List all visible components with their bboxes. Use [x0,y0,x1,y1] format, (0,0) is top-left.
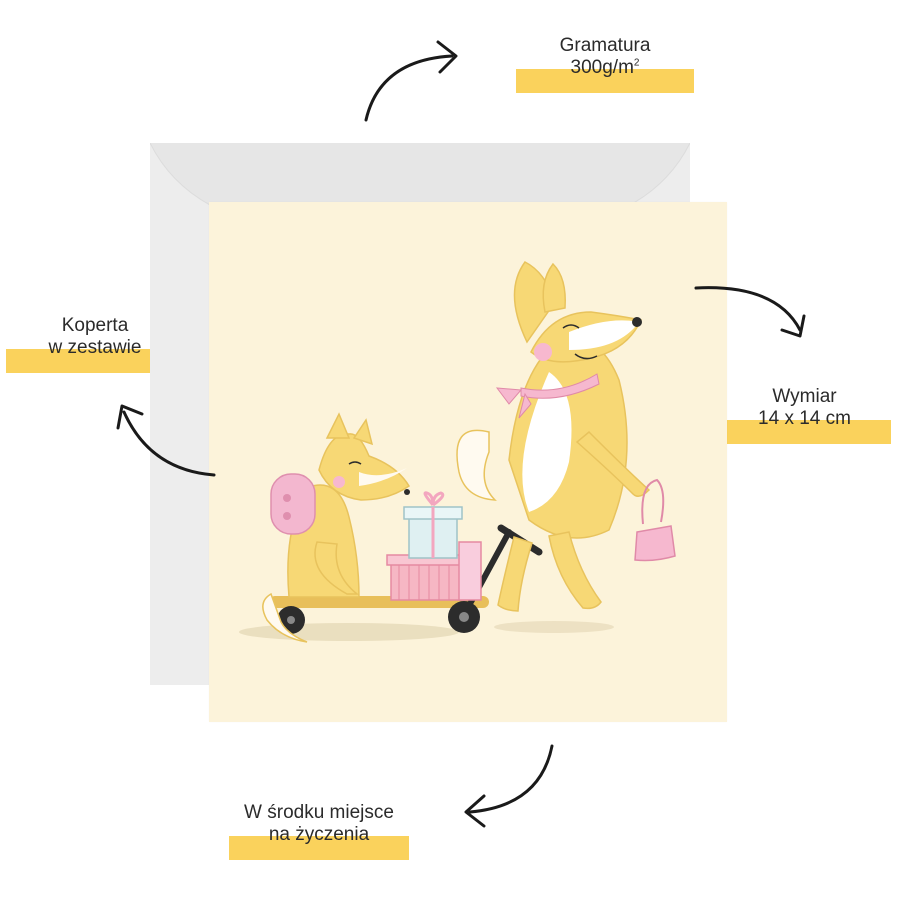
srodek-value: na życzenia [268,824,370,845]
wymiar-title: Wymiar [772,386,837,407]
gramatura-label: Gramatura 300g/m2 [516,35,694,79]
srodek-highlight [229,836,409,860]
gramatura-highlight [516,69,694,93]
wymiar-value: 14 x 14 cm [758,408,851,429]
koperta-title: Koperta [61,315,129,336]
koperta-label: Koperta w zestawie [6,315,184,359]
wymiar-highlight [718,420,891,444]
srodek-label: W środku miejsce na życzenia [214,802,424,846]
gramatura-title: Gramatura [559,35,651,56]
greeting-card [209,202,727,722]
koperta-value: w zestawie [48,337,142,358]
gramatura-value: 300g/m2 [570,57,640,78]
srodek-title: W środku miejsce [244,802,394,823]
fox-illustration [239,261,676,643]
wymiar-label: Wymiar 14 x 14 cm [718,386,891,430]
